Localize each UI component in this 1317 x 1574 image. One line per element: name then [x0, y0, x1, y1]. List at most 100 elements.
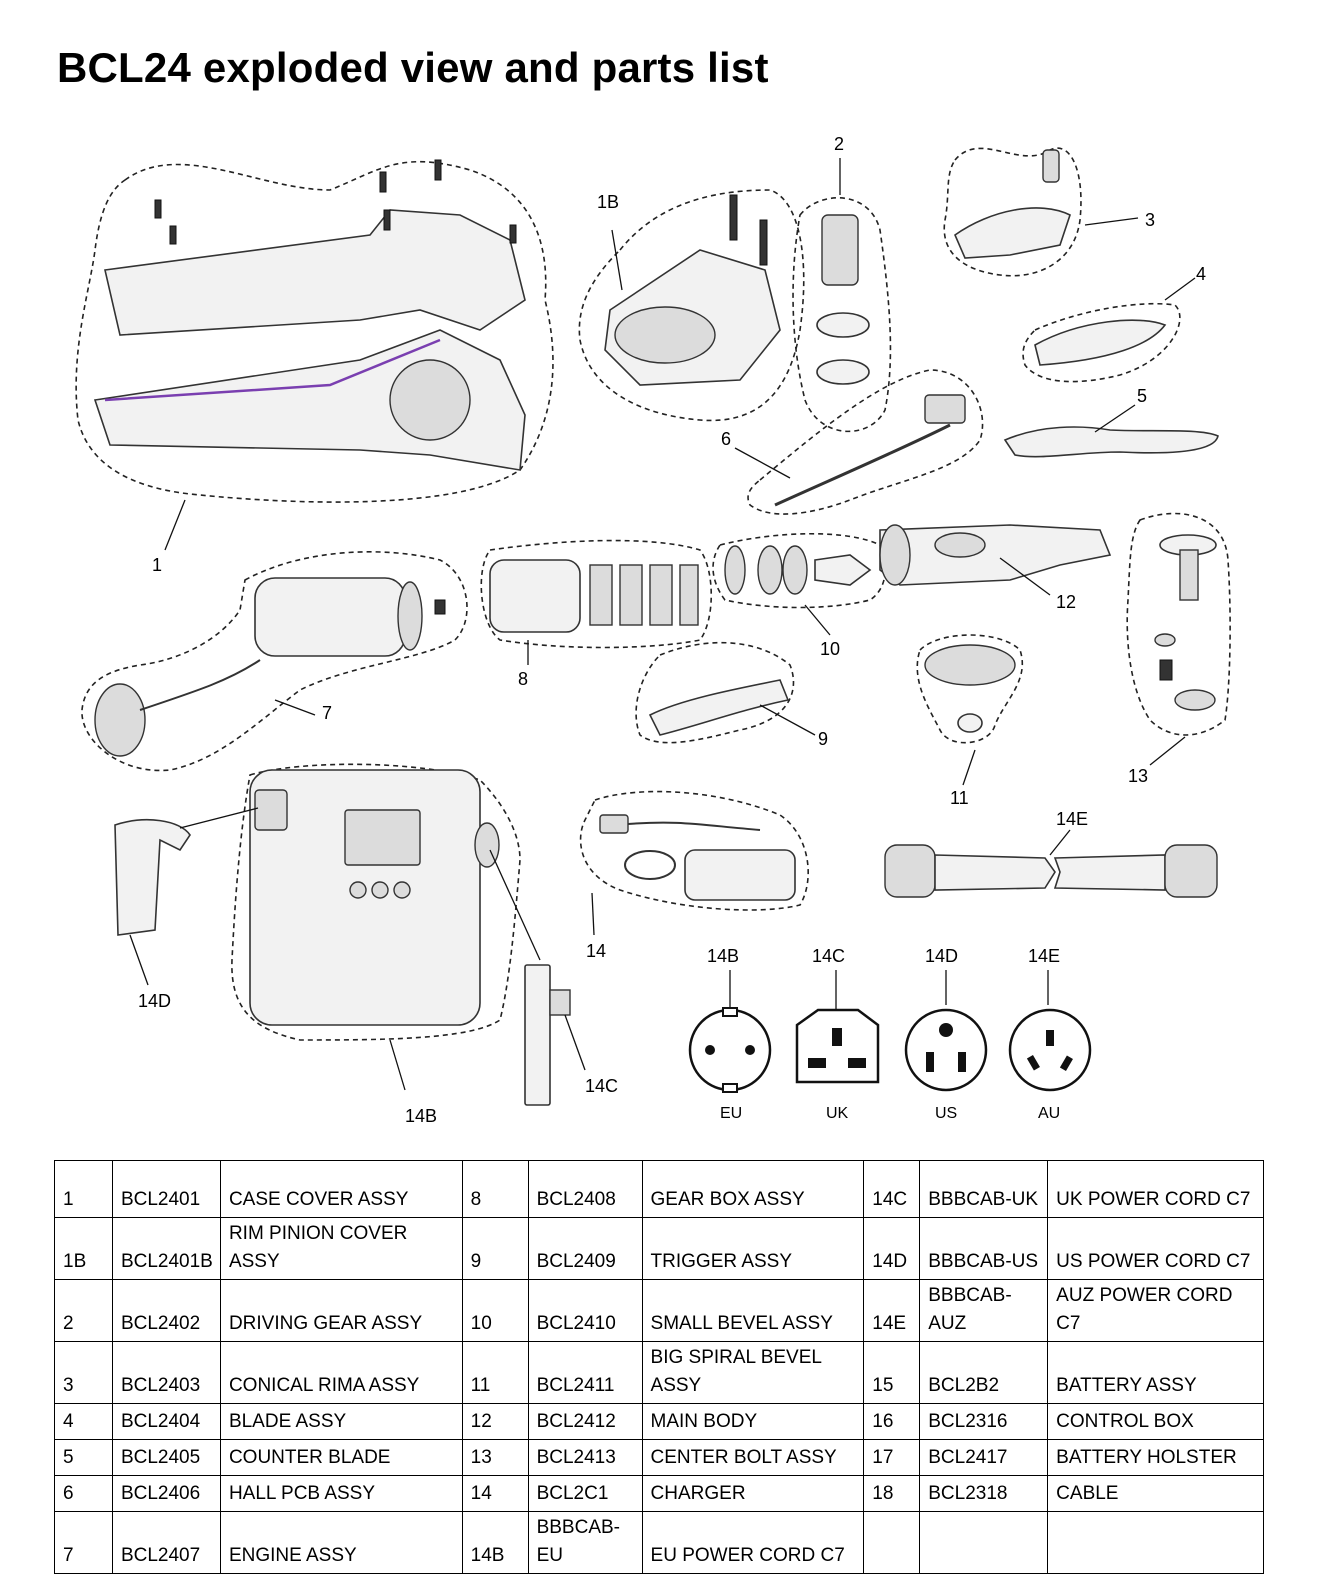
part-no-cell: 7: [54, 1511, 113, 1574]
part-no-cell: 18: [863, 1475, 921, 1512]
part-18-cable: 14E: [884, 809, 1218, 898]
part-desc-cell: EU POWER CORD C7: [641, 1511, 865, 1574]
callout-14e: 14E: [1028, 946, 1060, 966]
part-1-case-cover: 1: [75, 159, 554, 575]
part-no-cell: 16: [863, 1403, 921, 1440]
part-no-cell: [863, 1511, 921, 1574]
part-desc-cell: [1047, 1511, 1264, 1574]
part-8-gear-box: 8: [480, 539, 713, 689]
plug-14b-eu: 14B EU: [688, 946, 772, 1122]
part-code-cell: BCL2412: [527, 1403, 643, 1440]
part-code-cell: BCL2408: [527, 1160, 643, 1218]
part-code-cell: BCL2318: [919, 1475, 1049, 1512]
part-desc-cell: BLADE ASSY: [219, 1403, 463, 1440]
part-1b-rim-pinion-cover: 1B: [578, 189, 805, 422]
part-desc-cell: TRIGGER ASSY: [641, 1217, 865, 1280]
callout-5: 5: [1137, 386, 1147, 406]
part-12-main-body: 12: [879, 524, 1112, 612]
plug-label-uk: UK: [826, 1105, 849, 1122]
part-code-cell: BBBCAB-US: [919, 1217, 1049, 1280]
part-2-driving-gear: 2: [792, 134, 892, 433]
part-no-cell: 15: [863, 1341, 921, 1404]
part-desc-cell: CONTROL BOX: [1047, 1403, 1264, 1440]
part-code-cell: BCL2417: [919, 1439, 1049, 1476]
part-code-cell: BCL2403: [111, 1341, 221, 1404]
callout-18: 14E: [1056, 809, 1088, 829]
part-code-cell: BCL2410: [527, 1279, 643, 1342]
callout-1b: 1B: [597, 192, 619, 212]
callout-10: 10: [820, 639, 840, 659]
part-desc-cell: CASE COVER ASSY: [219, 1160, 463, 1218]
part-no-cell: 14: [461, 1475, 529, 1512]
part-no-cell: 2: [54, 1279, 113, 1342]
part-desc-cell: HALL PCB ASSY: [219, 1475, 463, 1512]
part-desc-cell: DRIVING GEAR ASSY: [219, 1279, 463, 1342]
callout-15: 14B: [405, 1106, 437, 1126]
part-code-cell: [919, 1511, 1049, 1574]
part-no-cell: 13: [461, 1439, 529, 1476]
callout-4: 4: [1196, 264, 1206, 284]
part-no-cell: 3: [54, 1341, 113, 1404]
part-no-cell: 4: [54, 1403, 113, 1440]
part-no-cell: 1: [54, 1160, 113, 1218]
callout-17: 14D: [138, 991, 171, 1011]
part-no-cell: 9: [461, 1217, 529, 1280]
callout-14: 14: [586, 941, 606, 961]
part-no-cell: 12: [461, 1403, 529, 1440]
part-9-trigger: 9: [635, 641, 828, 749]
part-desc-cell: CHARGER: [641, 1475, 865, 1512]
part-desc-cell: ENGINE ASSY: [219, 1511, 463, 1574]
part-15-battery: 14B: [231, 763, 521, 1126]
page-title: BCL24 exploded view and parts list: [57, 44, 769, 91]
part-no-cell: 14E: [863, 1279, 921, 1342]
callout-11: 11: [950, 788, 969, 808]
part-desc-cell: SMALL BEVEL ASSY: [641, 1279, 865, 1342]
part-17-battery-holster: 14D: [114, 807, 259, 1011]
part-code-cell: BBBCAB-EU: [527, 1511, 643, 1574]
callout-8: 8: [518, 669, 528, 689]
callout-7: 7: [322, 703, 332, 723]
part-code-cell: BCL2401: [111, 1160, 221, 1218]
callout-1: 1: [152, 555, 162, 575]
part-5-counter-blade: 5: [1003, 386, 1219, 458]
callout-14d: 14D: [925, 946, 958, 966]
part-code-cell: BCL2413: [527, 1439, 643, 1476]
exploded-view-diagram: 1 1B 2 3 4 5: [75, 134, 1231, 1126]
part-no-cell: 17: [863, 1439, 921, 1476]
part-desc-cell: UK POWER CORD C7: [1047, 1160, 1264, 1218]
part-4-blade: 4: [1022, 264, 1206, 383]
plug-label-us: US: [935, 1105, 957, 1122]
part-no-cell: 5: [54, 1439, 113, 1476]
part-no-cell: 14B: [461, 1511, 529, 1574]
part-desc-cell: MAIN BODY: [641, 1403, 865, 1440]
callout-9: 9: [818, 729, 828, 749]
part-desc-cell: BIG SPIRAL BEVEL ASSY: [641, 1341, 865, 1404]
part-desc-cell: BATTERY ASSY: [1047, 1341, 1264, 1404]
part-6-hall-pcb: 6: [721, 369, 984, 515]
plug-14c-uk: 14C UK: [795, 946, 880, 1122]
part-desc-cell: AUZ POWER CORD C7: [1047, 1279, 1264, 1342]
part-13-center-bolt: 13: [1126, 512, 1231, 786]
callout-3: 3: [1145, 210, 1155, 230]
part-code-cell: BBBCAB-UK: [919, 1160, 1049, 1218]
part-code-cell: BCL2404: [111, 1403, 221, 1440]
part-11-big-spiral-bevel: 11: [916, 634, 1023, 808]
part-code-cell: BCL2409: [527, 1217, 643, 1280]
plug-label-eu: EU: [720, 1105, 742, 1122]
callout-12: 12: [1056, 592, 1076, 612]
part-code-cell: BBBCAB-AUZ: [919, 1279, 1049, 1342]
callout-6: 6: [721, 429, 731, 449]
part-no-cell: 6: [54, 1475, 113, 1512]
part-no-cell: 8: [461, 1160, 529, 1218]
part-code-cell: BCL2B2: [919, 1341, 1049, 1404]
part-desc-cell: GEAR BOX ASSY: [641, 1160, 865, 1218]
part-desc-cell: COUNTER BLADE: [219, 1439, 463, 1476]
part-code-cell: BCL2405: [111, 1439, 221, 1476]
part-no-cell: 14C: [863, 1160, 921, 1218]
